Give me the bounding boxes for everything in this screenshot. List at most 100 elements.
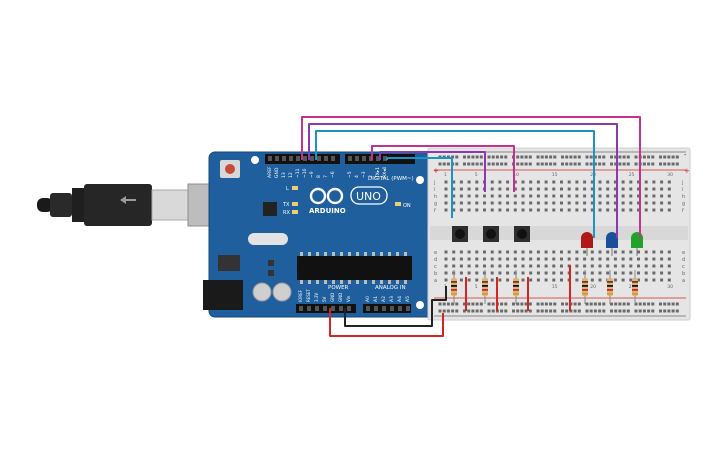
rail-hole[interactable] bbox=[475, 302, 479, 306]
digital-pin[interactable] bbox=[331, 156, 335, 161]
rail-hole[interactable] bbox=[463, 162, 466, 166]
bb-hole-top[interactable] bbox=[590, 201, 594, 205]
rail-hole[interactable] bbox=[585, 155, 589, 159]
bb-hole-top[interactable] bbox=[552, 208, 556, 212]
bb-hole-bottom[interactable] bbox=[621, 257, 625, 261]
bb-hole-bottom[interactable] bbox=[536, 250, 540, 254]
rail-hole[interactable] bbox=[540, 302, 544, 306]
bb-hole-top[interactable] bbox=[590, 208, 594, 212]
bb-hole-top[interactable] bbox=[467, 208, 471, 212]
rail-hole[interactable] bbox=[471, 309, 475, 313]
bb-hole-bottom[interactable] bbox=[544, 257, 548, 261]
resistor[interactable] bbox=[582, 270, 588, 304]
rail-hole[interactable] bbox=[463, 302, 466, 306]
bb-hole-top[interactable] bbox=[560, 194, 563, 198]
rail-hole[interactable] bbox=[610, 155, 613, 159]
bb-hole-top[interactable] bbox=[552, 194, 556, 198]
rail-hole[interactable] bbox=[475, 309, 479, 313]
bb-hole-bottom[interactable] bbox=[513, 257, 517, 261]
rail-hole[interactable] bbox=[553, 309, 557, 313]
bb-hole-top[interactable] bbox=[521, 180, 525, 184]
rail-hole[interactable] bbox=[602, 309, 606, 313]
bb-hole-bottom[interactable] bbox=[529, 257, 533, 261]
rail-hole[interactable] bbox=[438, 302, 442, 306]
rail-hole[interactable] bbox=[549, 162, 553, 166]
bb-hole-top[interactable] bbox=[583, 180, 587, 184]
power-pin[interactable] bbox=[323, 306, 327, 311]
bb-hole-bottom[interactable] bbox=[613, 271, 617, 275]
power-pin[interactable] bbox=[339, 306, 343, 311]
bb-hole-bottom[interactable] bbox=[483, 264, 486, 268]
bb-hole-bottom[interactable] bbox=[513, 271, 517, 275]
bb-hole-top[interactable] bbox=[521, 208, 525, 212]
rail-hole[interactable] bbox=[487, 162, 491, 166]
rail-hole[interactable] bbox=[553, 302, 557, 306]
bb-hole-top[interactable] bbox=[544, 194, 548, 198]
bb-hole-bottom[interactable] bbox=[475, 250, 479, 254]
rail-hole[interactable] bbox=[479, 162, 483, 166]
bb-hole-top[interactable] bbox=[444, 187, 448, 191]
rail-hole[interactable] bbox=[659, 309, 662, 313]
resistor[interactable] bbox=[451, 270, 457, 304]
bb-hole-bottom[interactable] bbox=[506, 271, 510, 275]
bb-hole-top[interactable] bbox=[490, 180, 494, 184]
bb-hole-bottom[interactable] bbox=[552, 264, 556, 268]
rail-hole[interactable] bbox=[438, 309, 442, 313]
rail-hole[interactable] bbox=[524, 309, 528, 313]
bb-hole-bottom[interactable] bbox=[637, 250, 640, 254]
bb-hole-bottom[interactable] bbox=[459, 264, 463, 268]
rail-hole[interactable] bbox=[471, 302, 475, 306]
rail-hole[interactable] bbox=[663, 155, 667, 159]
bb-hole-top[interactable] bbox=[567, 187, 571, 191]
bb-hole-bottom[interactable] bbox=[544, 271, 548, 275]
bb-hole-bottom[interactable] bbox=[483, 250, 486, 254]
bb-hole-bottom[interactable] bbox=[652, 271, 656, 275]
rail-hole[interactable] bbox=[569, 162, 573, 166]
bb-hole-top[interactable] bbox=[644, 180, 648, 184]
digital-pin[interactable] bbox=[348, 156, 352, 161]
rail-hole[interactable] bbox=[536, 155, 540, 159]
bb-hole-bottom[interactable] bbox=[452, 250, 456, 254]
bb-hole-top[interactable] bbox=[606, 187, 610, 191]
rail-hole[interactable] bbox=[647, 155, 651, 159]
bb-hole-top[interactable] bbox=[560, 201, 563, 205]
bb-hole-bottom[interactable] bbox=[444, 257, 448, 261]
bb-hole-bottom[interactable] bbox=[513, 250, 517, 254]
bb-hole-top[interactable] bbox=[652, 187, 656, 191]
bb-hole-top[interactable] bbox=[506, 208, 510, 212]
digital-pin[interactable] bbox=[362, 156, 366, 161]
bb-hole-bottom[interactable] bbox=[552, 250, 556, 254]
bb-hole-bottom[interactable] bbox=[613, 250, 617, 254]
rail-hole[interactable] bbox=[614, 155, 618, 159]
rail-hole[interactable] bbox=[528, 162, 532, 166]
bb-hole-bottom[interactable] bbox=[660, 271, 664, 275]
bb-hole-bottom[interactable] bbox=[513, 264, 517, 268]
rail-hole[interactable] bbox=[638, 302, 642, 306]
bb-hole-top[interactable] bbox=[467, 187, 471, 191]
rail-hole[interactable] bbox=[626, 309, 630, 313]
bb-hole-top[interactable] bbox=[444, 201, 448, 205]
rail-hole[interactable] bbox=[500, 155, 504, 159]
rail-hole[interactable] bbox=[561, 162, 564, 166]
digital-pin[interactable] bbox=[317, 156, 321, 161]
rail-hole[interactable] bbox=[598, 155, 602, 159]
bb-hole-bottom[interactable] bbox=[575, 264, 579, 268]
rail-hole[interactable] bbox=[598, 309, 602, 313]
bb-hole-top[interactable] bbox=[621, 180, 625, 184]
bb-hole-top[interactable] bbox=[667, 180, 671, 184]
bb-hole-bottom[interactable] bbox=[552, 257, 556, 261]
bb-hole-top[interactable] bbox=[652, 208, 656, 212]
rail-hole[interactable] bbox=[491, 162, 495, 166]
rail-hole[interactable] bbox=[475, 155, 479, 159]
bb-hole-bottom[interactable] bbox=[498, 271, 502, 275]
bb-hole-top[interactable] bbox=[598, 187, 602, 191]
rail-hole[interactable] bbox=[540, 162, 544, 166]
rail-hole[interactable] bbox=[455, 309, 459, 313]
push-button-1[interactable] bbox=[452, 226, 468, 242]
bb-hole-bottom[interactable] bbox=[452, 264, 456, 268]
rail-hole[interactable] bbox=[634, 162, 638, 166]
bb-hole-bottom[interactable] bbox=[652, 250, 656, 254]
bb-hole-top[interactable] bbox=[629, 201, 633, 205]
bb-hole-bottom[interactable] bbox=[644, 264, 648, 268]
bb-hole-bottom[interactable] bbox=[467, 278, 471, 282]
